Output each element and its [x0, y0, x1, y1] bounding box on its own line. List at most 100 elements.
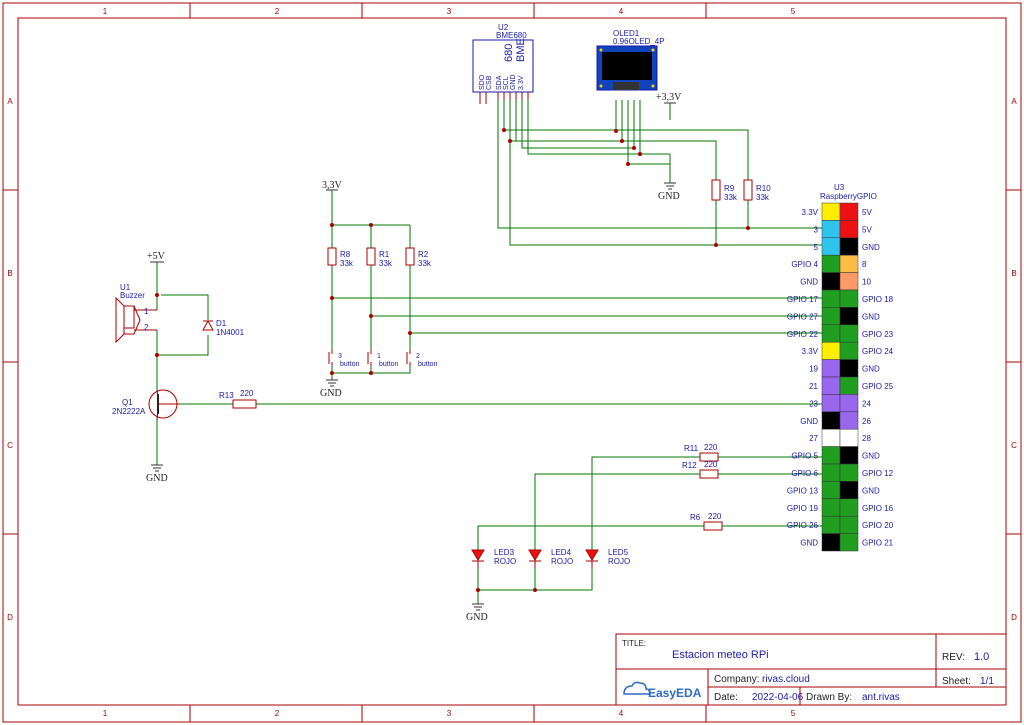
gpio-right-label: GPIO 23 [862, 330, 894, 339]
resistors[interactable] [232, 179, 753, 531]
logo-text: EasyEDA [648, 686, 702, 700]
gnd-icon [151, 464, 163, 472]
u3-value: RaspberryGPIO [820, 192, 877, 201]
gpio-pin[interactable] [839, 515, 859, 534]
gpio-pin[interactable] [821, 498, 841, 517]
buzzer-u1[interactable]: U1 Buzzer 1 2 [115, 283, 157, 344]
frame-labels: 1 2 3 4 5 1 2 3 4 5 A B C D A B C D [7, 7, 1017, 718]
v33-top-label: +3,3V [656, 92, 682, 103]
resistor-r6 [703, 521, 723, 531]
gpio-pin[interactable] [839, 341, 859, 360]
gpio-pin[interactable] [821, 428, 841, 447]
gpio-right-label: GND [862, 312, 880, 321]
gpio-left-label: GPIO 19 [787, 504, 819, 513]
led-4 [528, 549, 542, 568]
gpio-pin[interactable] [821, 394, 841, 413]
sheet-label: Sheet: [942, 676, 971, 687]
push-buttons[interactable] [328, 350, 411, 366]
gpio-pin[interactable] [839, 307, 859, 326]
col-label: 5 [791, 709, 796, 718]
gpio-pin[interactable] [821, 254, 841, 273]
gpio-pin[interactable] [821, 202, 841, 221]
date-label: Date: [714, 692, 738, 703]
gpio-right-label: GPIO 16 [862, 504, 894, 513]
gpio-pin[interactable] [839, 498, 859, 517]
gpio-left-label: 5 [814, 243, 819, 252]
u2-pin: GND [510, 74, 517, 90]
gpio-pin[interactable] [839, 289, 859, 308]
row-label: A [7, 97, 13, 106]
col-label: 1 [103, 709, 108, 718]
gpio-pin[interactable] [839, 237, 859, 256]
gpio-pin[interactable] [821, 463, 841, 482]
gpio-pin[interactable] [839, 481, 859, 500]
svg-text:R8: R8 [340, 250, 351, 259]
gpio-left-label: GND [800, 539, 818, 548]
gpio-left-label: 19 [809, 365, 818, 374]
gpio-pin[interactable] [821, 307, 841, 326]
gpio-right-label: GPIO 18 [862, 295, 894, 304]
gpio-pin[interactable] [839, 376, 859, 395]
resistor-r8 [327, 247, 337, 266]
u2-body-text: 680 [503, 44, 515, 62]
gpio-pin[interactable] [839, 272, 859, 291]
gpio-right-label: 24 [862, 399, 871, 408]
gpio-pin[interactable] [839, 359, 859, 378]
gpio-pin[interactable] [821, 481, 841, 500]
gnd-label: GND [146, 473, 168, 484]
button-3 [328, 350, 333, 366]
gpio-left-label: GPIO 22 [787, 330, 819, 339]
gpio-pin[interactable] [821, 515, 841, 534]
oled-display[interactable]: OLED1 0.96OLED_4P [596, 29, 665, 91]
gpio-pin[interactable] [839, 411, 859, 430]
power-labels: +5V 3,3V +3,3V GND GND GND GND [146, 92, 682, 623]
gpio-left-label: 3 [814, 225, 819, 234]
gpio-pin[interactable] [839, 324, 859, 343]
gpio-pin[interactable] [839, 533, 859, 552]
gpio-pin[interactable] [821, 237, 841, 256]
gpio-pin[interactable] [821, 272, 841, 291]
svg-text:220: 220 [704, 460, 718, 469]
gpio-left-label: GND [800, 417, 818, 426]
resistor-r12 [699, 469, 719, 479]
gpio-right-label: 26 [862, 417, 871, 426]
title-block [615, 633, 1007, 706]
gpio-pin[interactable] [821, 446, 841, 465]
gnd-icon [472, 603, 484, 611]
gpio-pin-array [821, 202, 859, 552]
gpio-pin[interactable] [839, 463, 859, 482]
diode-d1[interactable]: D1 1N4001 [202, 319, 245, 337]
gpio-pin[interactable] [821, 341, 841, 360]
gpio-pin[interactable] [821, 359, 841, 378]
gpio-pin[interactable] [821, 376, 841, 395]
gpio-left-label: GPIO 5 [791, 452, 818, 461]
gpio-pin[interactable] [821, 533, 841, 552]
gpio-pin[interactable] [839, 202, 859, 221]
gpio-pin[interactable] [839, 446, 859, 465]
gpio-pin[interactable] [839, 428, 859, 447]
gpio-right-label: GPIO 20 [862, 521, 894, 530]
gpio-pin[interactable] [821, 411, 841, 430]
gpio-left-label: GPIO 27 [787, 312, 819, 321]
gpio-pin[interactable] [839, 220, 859, 239]
gpio-right-label: 5V [862, 225, 872, 234]
gnd-label: GND [466, 612, 488, 623]
col-label: 3 [447, 7, 452, 16]
bme680-sensor[interactable]: U2 BME680 680 BME SDO CSB SDA SCL GND 3.… [472, 23, 534, 104]
gpio-pin[interactable] [821, 324, 841, 343]
q1-ref: Q1 [122, 398, 133, 407]
u2-body-text: BME [515, 38, 527, 62]
title-label: TITLE: [622, 639, 646, 648]
gpio-right-label: GND [862, 486, 880, 495]
u2-value: BME680 [496, 31, 527, 40]
svg-text:R13: R13 [219, 391, 234, 400]
gpio-pin[interactable] [839, 394, 859, 413]
gpio-left-label: 23 [809, 399, 818, 408]
leds[interactable] [471, 549, 599, 568]
gpio-pin[interactable] [839, 254, 859, 273]
gpio-pin[interactable] [821, 289, 841, 308]
gpio-pin[interactable] [821, 220, 841, 239]
transistor-q1[interactable]: Q1 2N2222A [112, 389, 180, 421]
